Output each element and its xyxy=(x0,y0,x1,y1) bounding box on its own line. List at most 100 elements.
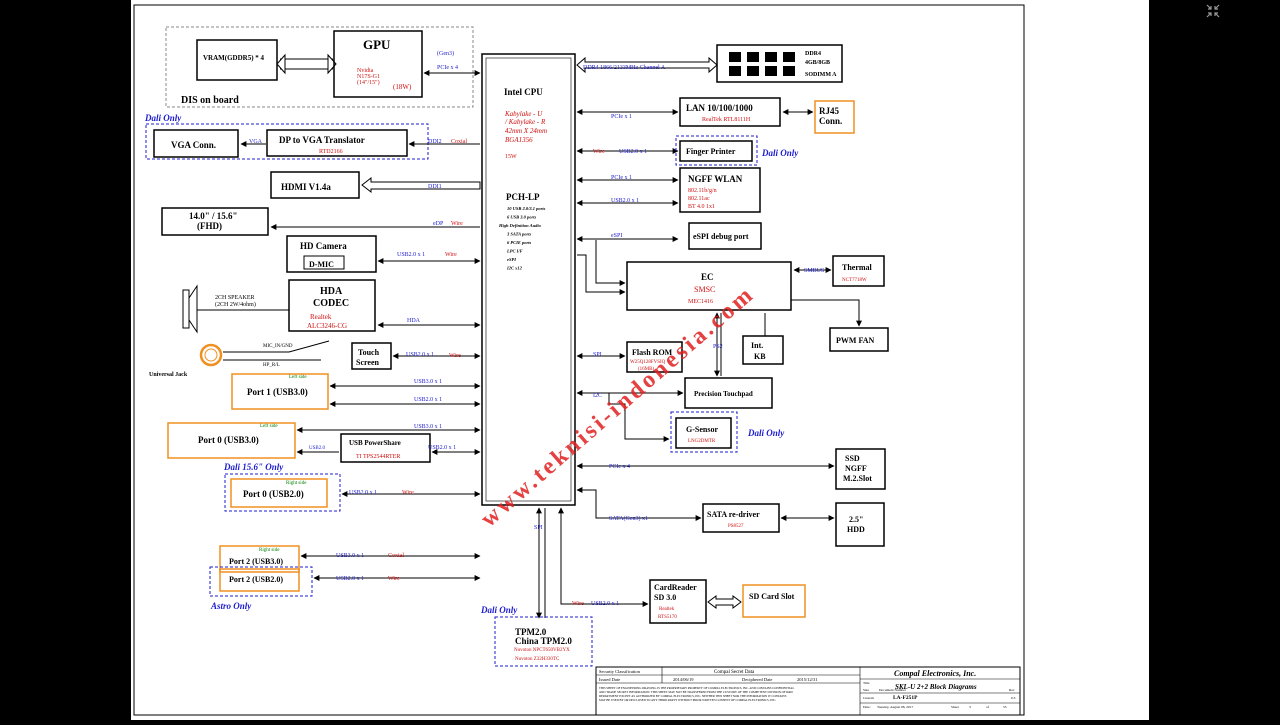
speaker-label: 2CH SPEAKER xyxy=(215,295,255,301)
panel-fhd: (FHD) xyxy=(197,221,222,231)
sd-card-slot-box xyxy=(742,584,806,618)
card-usb-label: USB2.0 x 1 xyxy=(591,601,619,607)
vram-label: VRAM(GDDR5) * 4 xyxy=(203,54,265,62)
port0a-label: Port 0 (USB3.0) xyxy=(198,435,259,445)
title-block xyxy=(595,666,1021,716)
vga-conn-box xyxy=(153,129,239,158)
collapse-arrows-icon[interactable] xyxy=(1206,4,1220,18)
finger-region xyxy=(675,135,758,166)
decipher-value: 2015/12/31 xyxy=(797,677,818,682)
ec-mec: MEC1416 xyxy=(688,299,713,305)
right-side-label-2: Right side xyxy=(259,548,280,553)
touch-screen-box xyxy=(351,342,392,370)
ddr-chip xyxy=(747,66,759,76)
pch-feature-item: 6 USB 3.0 ports xyxy=(507,215,537,220)
i2c-label: I2C xyxy=(593,393,602,399)
tpm-label3: Nuvoton NPCT650VB2YX xyxy=(514,648,570,653)
page-border xyxy=(133,4,1025,716)
schematic-page: VRAM(GDDR5) * 4 GPU Nvidia N17S-G1 (14"/… xyxy=(131,0,1029,720)
port1-usb30-label: USB3.0 x 1 xyxy=(414,379,442,385)
ddr-chip xyxy=(729,52,741,62)
ddr4-chips xyxy=(729,52,795,76)
rj45-conn: Conn. xyxy=(819,116,842,126)
hd-camera-box xyxy=(286,235,377,273)
wlan-spec3: BT 4.0 1x1 xyxy=(688,204,715,210)
gpu-pcie-label: PCIe x 4 xyxy=(437,65,458,71)
ssd-label3: M.2.Slot xyxy=(843,474,872,483)
hdd-box xyxy=(835,502,885,547)
card-label1: CardReader xyxy=(654,583,697,592)
int-label: Int. xyxy=(751,341,763,350)
port2-usb30-box xyxy=(219,545,300,573)
sd-card-label: SD Card Slot xyxy=(749,592,795,601)
gsensor-part: LNG2DMTR xyxy=(688,439,716,444)
redriver-part: PS8527 xyxy=(728,524,744,529)
total-sheets: 55 xyxy=(1003,705,1007,709)
left-side-label-2: Left side xyxy=(260,424,278,429)
security-label: Security Classification xyxy=(599,669,641,674)
viewer-right-panel xyxy=(1029,0,1149,720)
dali-15-region xyxy=(224,473,341,512)
cpu-sub3: 42mm X 24mm xyxy=(505,127,547,135)
dp-vga-box xyxy=(266,129,408,157)
flash-rom-box xyxy=(626,341,683,373)
ddr4-label: DDR4 xyxy=(805,51,821,57)
lan-box xyxy=(679,97,781,127)
hda-codec-label2: CODEC xyxy=(313,298,349,309)
spi-label: SPI xyxy=(593,352,602,358)
port2a-usb-label: USB3.0 x 1 xyxy=(336,553,364,559)
card-wire: Wire xyxy=(572,601,584,607)
alc-label: ALC3246-CG xyxy=(307,322,347,330)
usb-powershare-box xyxy=(340,433,431,463)
sheet-title: SKL-U 2+2 Block Diagrams xyxy=(895,683,977,691)
hd-camera-label: HD Camera xyxy=(300,241,347,251)
ddr-chip xyxy=(765,52,777,62)
gen3-label: (Gen3) xyxy=(437,50,454,57)
realtek-label: Realtek xyxy=(310,313,332,321)
rtd-label: RTD2166 xyxy=(319,149,343,155)
custom-label: Custom xyxy=(863,696,874,700)
lan-label: LAN 10/100/1000 xyxy=(686,103,753,113)
gpu-size: (14"/15") xyxy=(357,79,380,86)
finger-wire: Wire xyxy=(593,149,605,155)
pch-feature-item: 3 SATA ports xyxy=(506,232,532,237)
speaker-label2: (2CH 2W/4ohm) xyxy=(215,301,256,308)
flash-size: (16MB) xyxy=(638,367,654,372)
cpu-sub1: Kabylake - U xyxy=(504,110,543,118)
dp-vga-label: DP to VGA Translator xyxy=(279,135,365,145)
title-label: Title xyxy=(863,681,870,685)
ddi1-label: DDI1 xyxy=(428,184,442,190)
port2-usb20-box xyxy=(219,568,300,592)
gpu-title: GPU xyxy=(363,37,391,52)
hdmi-label: HDMI V1.4a xyxy=(281,182,331,192)
dmic-label: D-MIC xyxy=(309,260,334,269)
astro-only-label: Astro Only xyxy=(210,601,252,611)
dis-region xyxy=(165,26,474,108)
tpm-region xyxy=(494,616,593,667)
espi-debug-box xyxy=(688,222,762,250)
port2b-label: Port 2 (USB2.0) xyxy=(229,575,283,584)
lan-pcie-label: PCIe x 1 xyxy=(611,114,632,120)
port1-label: Port 1 (USB3.0) xyxy=(247,387,308,397)
pch-feature-item: LPC I/F xyxy=(506,249,523,254)
issued-value: 2014/06/19 xyxy=(673,677,694,682)
camera-usb-wire: Wire xyxy=(445,252,457,258)
ddr-chip xyxy=(729,66,741,76)
ps2-label: PS2 xyxy=(713,344,723,350)
dali-only-label-2: Dali Only xyxy=(761,148,799,158)
cardreader-box xyxy=(649,579,707,624)
card-label2: SD 3.0 xyxy=(654,593,676,602)
issued-label: Issued Date xyxy=(599,677,620,682)
hda-bus-label: HDA xyxy=(407,318,421,324)
flash-part: W25Q128FVSIQ xyxy=(630,360,666,365)
usb-powershare-label: USB PowerShare xyxy=(349,439,401,447)
port2a-label: Port 2 (USB3.0) xyxy=(229,557,283,566)
redriver-label: SATA re-driver xyxy=(707,510,760,519)
hdd-label2: HDD xyxy=(847,525,865,534)
card-label3: Realtek xyxy=(659,607,675,612)
port2a-coxial: Coxial xyxy=(388,553,404,559)
finger-usb-label: USB2.0 x 1 xyxy=(619,149,647,155)
vga-bus-label: VGA xyxy=(249,139,263,145)
docnum-label: Document Number xyxy=(879,688,907,692)
sata-redriver-box xyxy=(702,503,780,533)
